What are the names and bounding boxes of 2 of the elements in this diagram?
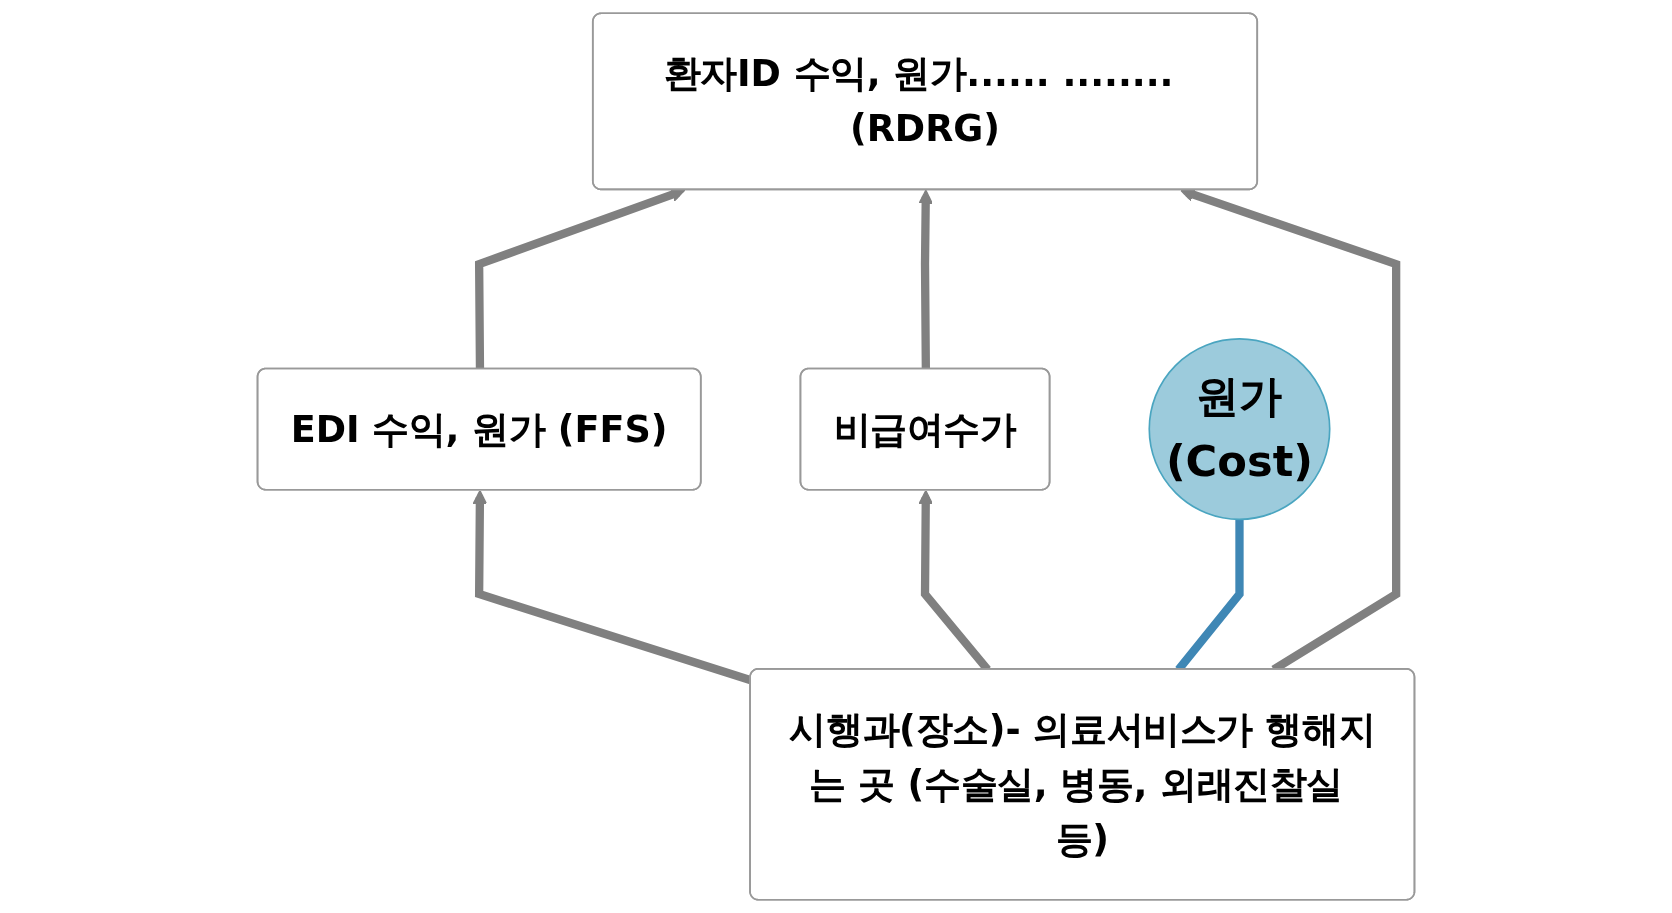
node-circle: 원가 (Cost)	[1148, 338, 1331, 521]
arrow	[918, 189, 933, 370]
